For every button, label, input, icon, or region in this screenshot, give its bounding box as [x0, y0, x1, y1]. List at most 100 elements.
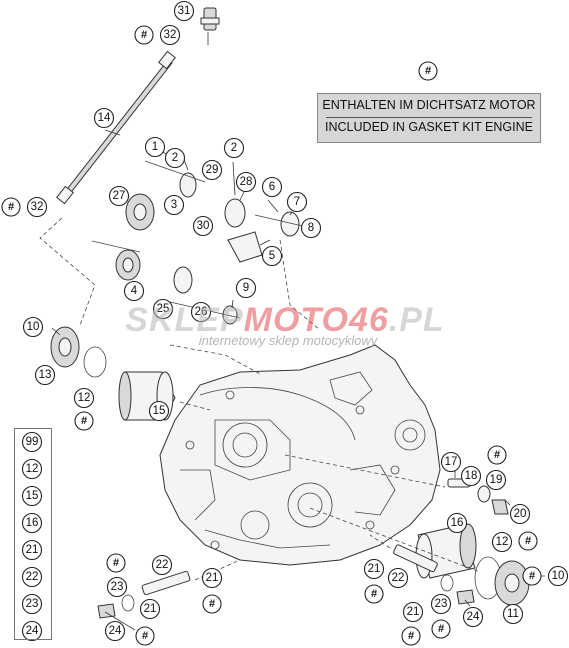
- callout-label: 23: [435, 598, 448, 610]
- callout-label: 6: [269, 181, 275, 193]
- hash-marker: #: [401, 626, 421, 646]
- callout-label: 2: [172, 152, 178, 164]
- callout-c16: 16: [446, 512, 468, 534]
- callout-c23b: 23: [430, 593, 452, 615]
- svg-text:12: 12: [26, 463, 39, 475]
- legend-german: ENTHALTEN IM DICHTSATZ MOTOR: [322, 98, 536, 112]
- svg-text:#: #: [8, 201, 14, 213]
- filter-cover: [474, 556, 545, 606]
- svg-text:#: #: [142, 630, 148, 642]
- callout-c1: 1: [144, 136, 166, 158]
- callout-label: 27: [113, 190, 126, 202]
- svg-text:23: 23: [26, 598, 39, 610]
- callout-c3: 3: [163, 194, 185, 216]
- oil-line: [56, 50, 176, 205]
- watermark-tagline: internetowy sklep motocyklowy: [198, 333, 378, 348]
- callout-c24a: 24: [104, 620, 126, 642]
- svg-text:21: 21: [26, 544, 39, 556]
- hash-marker: #: [135, 626, 155, 646]
- callout-label: 7: [294, 196, 300, 208]
- callout-c22a: 22: [151, 554, 173, 576]
- callout-c14: 14: [93, 107, 115, 129]
- callout-c2a: 2: [164, 147, 186, 169]
- callout-label: 22: [156, 559, 169, 571]
- callout-c21b: 21: [139, 598, 161, 620]
- callout-label: 5: [269, 250, 275, 262]
- svg-text:#: #: [113, 557, 119, 569]
- callout-c32b: 32: [26, 196, 48, 218]
- callout-c21c: 21: [363, 558, 385, 580]
- watermark-brand-part3: .PL: [388, 301, 445, 339]
- svg-text:#: #: [408, 630, 414, 642]
- callout-label: 21: [206, 572, 219, 584]
- hash-marker: #: [364, 584, 384, 604]
- kit-item: 16: [21, 512, 43, 534]
- engine-crankcase: [159, 344, 441, 566]
- callout-c12b: 12: [491, 531, 513, 553]
- callout-c25: 25: [152, 298, 174, 320]
- callout-label: 11: [507, 608, 519, 620]
- svg-text:24: 24: [26, 625, 39, 637]
- hash-marker: #: [1, 197, 21, 217]
- hash-marker: #: [487, 445, 507, 465]
- callout-label: 24: [467, 611, 480, 623]
- callout-label: 14: [98, 112, 111, 124]
- callout-c32a: 32: [159, 24, 181, 46]
- kit-item: 22: [21, 566, 43, 588]
- svg-text:#: #: [141, 29, 147, 41]
- callout-c10: 10: [22, 316, 44, 338]
- svg-text:#: #: [81, 415, 87, 427]
- callout-label: 10: [27, 321, 40, 333]
- callout-c18: 18: [460, 465, 482, 487]
- kit-item: 23: [21, 593, 43, 615]
- callout-c19: 19: [485, 469, 507, 491]
- callout-c6: 6: [261, 176, 283, 198]
- svg-text:22: 22: [26, 571, 39, 583]
- kit-item: 24: [21, 620, 43, 642]
- callout-c7: 7: [286, 191, 308, 213]
- callout-c11: 11: [502, 603, 524, 625]
- callout-label: 8: [308, 222, 314, 234]
- callout-c5: 5: [261, 245, 283, 267]
- callout-label: 18: [465, 470, 478, 482]
- callout-label: 32: [31, 201, 44, 213]
- svg-text:#: #: [494, 449, 500, 461]
- callout-label: 16: [451, 517, 464, 529]
- oil-pump-cover: [50, 326, 107, 378]
- hash-marker: #: [431, 619, 451, 639]
- callout-label: 21: [368, 563, 381, 575]
- watermark-brand-part1: SKLEP: [125, 301, 244, 339]
- callout-label: 2: [231, 142, 237, 154]
- kit-item: 15: [21, 485, 43, 507]
- callout-label: 29: [206, 164, 219, 176]
- watermark-brand-part2: MOTO46: [243, 301, 389, 339]
- callout-label: 13: [39, 369, 52, 381]
- callout-label: 21: [407, 606, 420, 618]
- callout-label: 22: [392, 572, 405, 584]
- callout-c20: 20: [509, 503, 531, 525]
- hash-marker: #: [134, 25, 154, 45]
- callout-c22b: 22: [387, 567, 409, 589]
- kit-item: 12: [21, 458, 43, 480]
- callout-c27: 27: [108, 185, 130, 207]
- callout-label: 15: [153, 405, 166, 417]
- gasket-kit-legend: ENTHALTEN IM DICHTSATZ MOTOR INCLUDED IN…: [317, 93, 541, 143]
- callout-c21a: 21: [201, 567, 223, 589]
- svg-text:#: #: [209, 598, 215, 610]
- hash-marker: #: [522, 566, 542, 586]
- callout-c31: 31: [173, 0, 195, 22]
- callout-label: 19: [490, 474, 503, 486]
- callout-label: 26: [195, 306, 208, 318]
- svg-text:#: #: [438, 623, 444, 635]
- callout-label: 3: [171, 199, 177, 211]
- callout-label: 4: [131, 285, 138, 297]
- callout-label: 24: [109, 625, 122, 637]
- callout-c10b: 10: [547, 565, 569, 587]
- callout-label: 32: [164, 29, 177, 41]
- callout-c2b: 2: [223, 137, 245, 159]
- oil-pressure-sensor: [200, 7, 220, 45]
- callout-label: 25: [157, 303, 170, 315]
- callout-label: 12: [78, 392, 91, 404]
